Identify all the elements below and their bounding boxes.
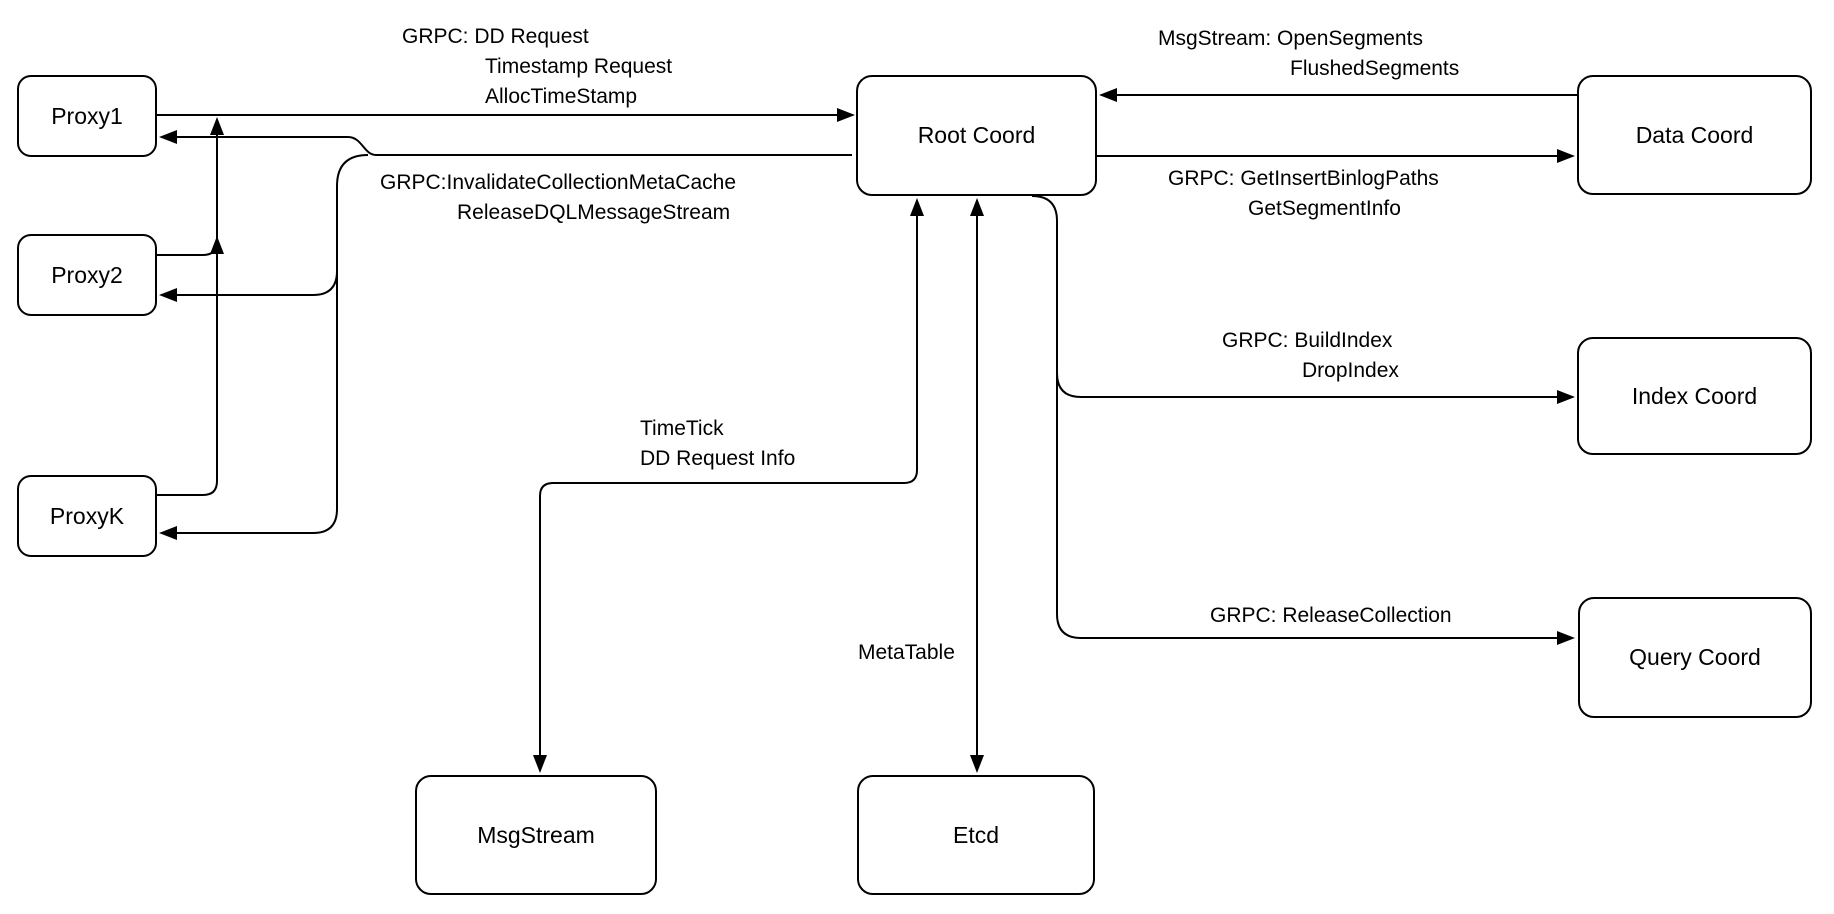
node-msgstream-label: MsgStream (477, 821, 595, 848)
arrowhead-into-proxyk (159, 526, 177, 540)
arrowhead-into-proxy2 (159, 288, 177, 302)
edge-label-proxy-to-root-line1: GRPC: DD Request (402, 25, 589, 48)
node-data-coord-label: Data Coord (1635, 121, 1754, 148)
node-index-coord: Index Coord (1577, 337, 1812, 455)
edge-label-proxy-to-root-line2: Timestamp Request (485, 55, 673, 78)
edge-root-to-proxy2-branch (177, 270, 338, 296)
edge-label-root-to-proxy-line2: ReleaseDQLMessageStream (457, 201, 731, 224)
edge-root-to-index-branch (1056, 372, 1557, 398)
node-index-coord-label: Index Coord (1631, 382, 1758, 409)
node-proxyk-label: ProxyK (49, 502, 125, 529)
node-etcd: Etcd (857, 775, 1095, 895)
arrowhead-into-index (1557, 390, 1575, 404)
edge-root-proxy-trunk-down (177, 154, 369, 534)
edge-proxy2-branch-up (157, 240, 218, 256)
edge-label-root-etcd-line1: MetaTable (858, 641, 955, 664)
edge-root-to-proxy1 (177, 136, 852, 156)
arrowhead-into-root-left (837, 108, 855, 122)
edge-label-root-to-data-line1: GRPC: GetInsertBinlogPaths (1168, 167, 1439, 190)
arrowhead-into-root-right (1099, 88, 1117, 102)
node-query-coord: Query Coord (1578, 597, 1812, 718)
node-proxy1: Proxy1 (17, 75, 157, 157)
node-proxy1-label: Proxy1 (51, 102, 123, 129)
edge-root-to-query (1031, 195, 1557, 639)
node-data-coord: Data Coord (1577, 75, 1812, 195)
edge-label-data-to-root-line1: MsgStream: OpenSegments (1158, 27, 1423, 50)
edge-root-msgstream (539, 216, 918, 755)
edge-label-root-to-index-line1: GRPC: BuildIndex (1222, 329, 1393, 352)
node-etcd-label: Etcd (952, 821, 1000, 848)
edge-label-root-to-proxy-line1: GRPC:InvalidateCollectionMetaCache (380, 171, 737, 194)
node-proxyk: ProxyK (17, 475, 157, 557)
edge-label-root-to-index-line2: DropIndex (1302, 359, 1399, 382)
arrowhead-down-into-etcd (970, 755, 984, 773)
edge-label-root-to-data-line2: GetSegmentInfo (1248, 197, 1401, 220)
edge-label-root-to-query-line1: GRPC: ReleaseCollection (1210, 604, 1452, 627)
arrowhead-into-query (1557, 631, 1575, 645)
arrowhead-into-proxy1 (159, 130, 177, 144)
arrowhead-down-into-msgstream (533, 755, 547, 773)
edge-label-root-msgstream-line2: DD Request Info (640, 447, 796, 470)
edge-label-data-to-root-line2: FlushedSegments (1290, 57, 1460, 80)
edge-label-proxy-to-root-line3: AllocTimeStamp (485, 85, 638, 108)
arrowhead-msgstream-up-into-root (910, 198, 924, 216)
node-msgstream: MsgStream (415, 775, 657, 895)
edge-label-root-msgstream-line1: TimeTick (640, 417, 724, 440)
arrowhead-etcd-up-into-root (970, 198, 984, 216)
node-proxy2-label: Proxy2 (51, 261, 123, 288)
node-root-coord: Root Coord (856, 75, 1097, 196)
node-proxy2: Proxy2 (17, 234, 157, 316)
edge-proxyk-branch-up (157, 480, 218, 496)
arrowhead-into-data (1557, 149, 1575, 163)
node-query-coord-label: Query Coord (1629, 644, 1761, 670)
node-root-coord-label: Root Coord (917, 122, 1036, 148)
arrowhead-trunk-top-up (210, 117, 224, 135)
